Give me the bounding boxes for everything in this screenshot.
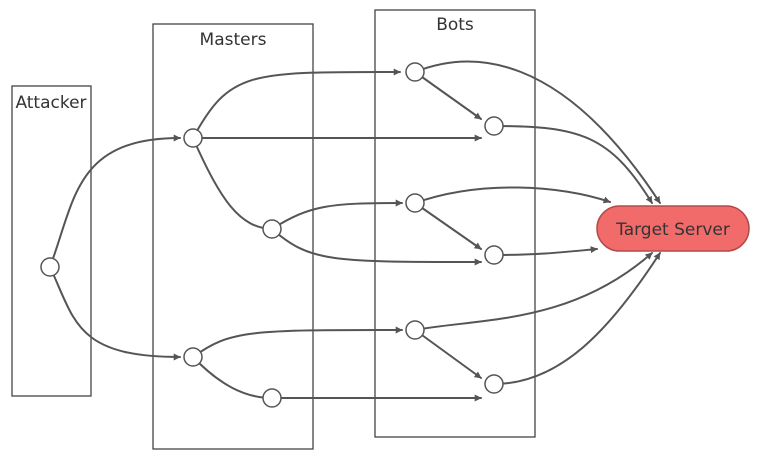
master-node-4 bbox=[262, 388, 282, 408]
attacker-label: Attacker bbox=[15, 93, 86, 113]
bot-node-4 bbox=[484, 245, 504, 265]
master-node-3 bbox=[183, 347, 203, 367]
attacker-box bbox=[11, 85, 92, 397]
bots-label: Bots bbox=[436, 15, 474, 35]
edges bbox=[49, 60, 661, 402]
bot-node-3 bbox=[405, 193, 425, 213]
edge-bot-5-to-target bbox=[414, 252, 653, 331]
edge-master-1-to-bot-1 bbox=[192, 68, 401, 139]
edge-master-1-to-master-2 bbox=[192, 137, 273, 230]
edge-master-2-to-bot-3 bbox=[271, 199, 403, 230]
bot-node-5 bbox=[405, 320, 425, 340]
edge-bot-3-to-bot-4 bbox=[414, 202, 482, 250]
edge-master-3-to-master-4 bbox=[192, 356, 273, 399]
bot-node-1 bbox=[405, 62, 425, 82]
masters-box bbox=[152, 23, 314, 450]
bot-node-2 bbox=[484, 116, 504, 136]
edge-bot-2-to-target bbox=[493, 125, 653, 204]
edge-bot-4-to-target bbox=[493, 246, 598, 256]
target-server bbox=[596, 205, 750, 252]
master-node-1 bbox=[183, 128, 203, 148]
master-node-2 bbox=[262, 219, 282, 239]
edge-bot-5-to-bot-6 bbox=[414, 329, 482, 379]
edge-master-3-to-bot-5 bbox=[192, 326, 403, 358]
edge-bot-1-to-target bbox=[414, 60, 661, 204]
bot-node-6 bbox=[484, 374, 504, 394]
masters-label: Masters bbox=[200, 30, 267, 50]
edge-bot-1-to-bot-2 bbox=[414, 71, 482, 120]
edge-bot-3-to-target bbox=[414, 186, 611, 204]
edge-attacker-to-master-3 bbox=[49, 266, 181, 361]
edge-bot-6-to-target bbox=[493, 252, 661, 385]
nodes bbox=[40, 62, 504, 408]
edge-master-2-to-bot-4 bbox=[271, 228, 482, 266]
target-server-label: Target Server bbox=[615, 220, 730, 240]
attacker-node bbox=[40, 257, 60, 277]
bots-box bbox=[374, 9, 536, 438]
edge-attacker-to-master-1 bbox=[49, 134, 181, 268]
